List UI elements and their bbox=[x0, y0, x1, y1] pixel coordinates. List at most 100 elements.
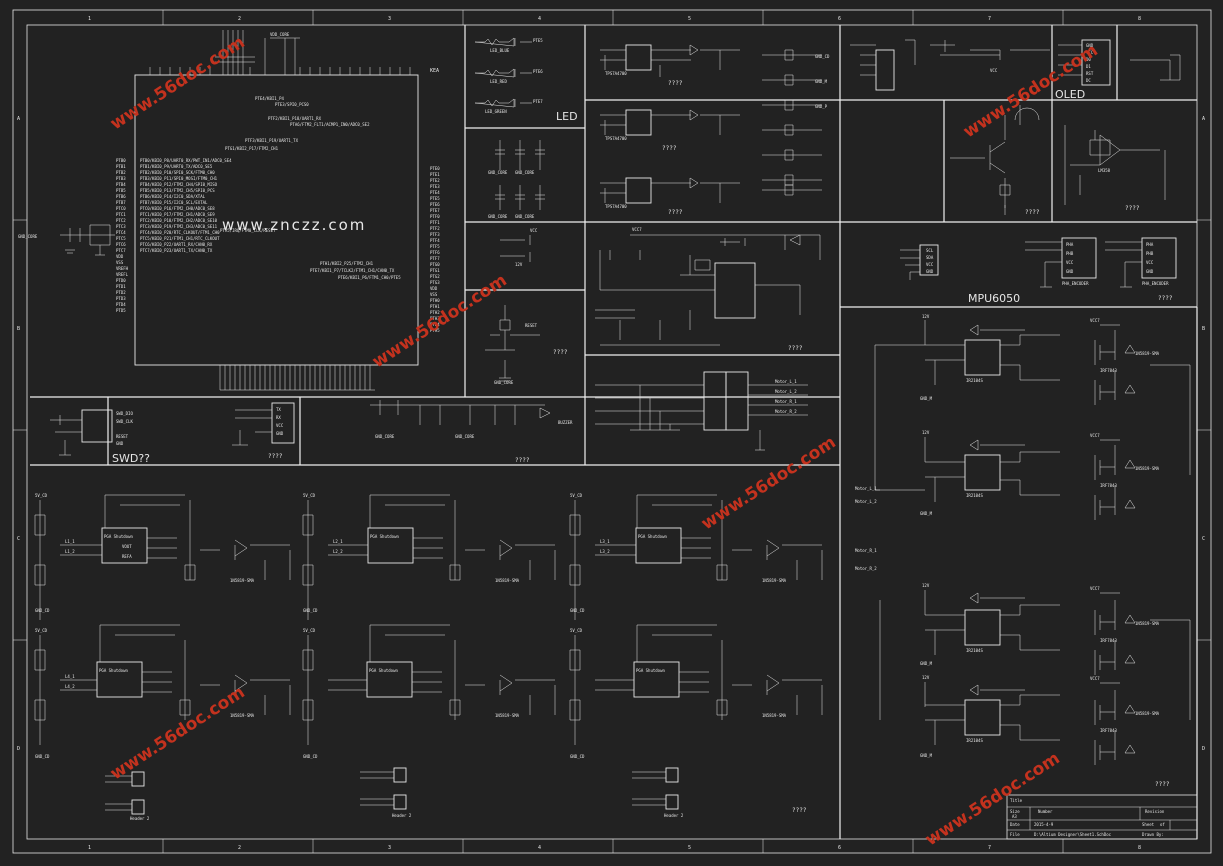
mcu-right-pin: PTF3 bbox=[430, 232, 440, 237]
amp-label: PGA Shutdown bbox=[369, 668, 398, 673]
watermark-middle-right: www.56doc.com bbox=[698, 432, 840, 534]
led-2-part: LED_RED bbox=[490, 79, 507, 84]
mcu-left-func: PTC2/KBI0_P18/FTM2_CH2/ADC0_SE10 bbox=[140, 218, 218, 223]
mcu-left-pin: PTD3 bbox=[116, 296, 126, 301]
opamp-part: LM358 bbox=[1098, 168, 1111, 173]
zone-col-8-bottom: 8 bbox=[1138, 845, 1141, 851]
inductor-header-5 bbox=[665, 767, 679, 783]
mcu-left-func: PTB7/KBI0_P15/I2C0_SCL/EXTAL bbox=[140, 200, 208, 205]
oled-pin: RST bbox=[1086, 71, 1094, 76]
mcu-right-pin: PTE3 bbox=[430, 184, 440, 189]
mcu-right-pin: PTE6 bbox=[430, 202, 440, 207]
mcu-designator: KEA bbox=[430, 68, 439, 74]
mcu-left-pin: PTC5 bbox=[116, 236, 126, 241]
mpu-pin: SDA bbox=[926, 255, 934, 260]
mcu-left-pin: PTB4 bbox=[116, 182, 126, 187]
mcu-right-pin: PTH1 bbox=[430, 304, 440, 309]
amp-gnd: GND_CD bbox=[35, 754, 50, 759]
mcu-mid-label: PTG1/KBI2_P17/FTM2_CH1 bbox=[225, 146, 279, 151]
watermark-zn: www.znczz.com bbox=[222, 216, 366, 234]
mosfet-part-4: IRF7843 bbox=[1100, 728, 1117, 733]
mcu-right-pin: PTG3 bbox=[430, 280, 440, 285]
mcu-right-pin: PTH5 bbox=[430, 328, 440, 333]
buzzer-gnd-1: GND_CORE bbox=[375, 434, 395, 439]
uart-note: ???? bbox=[268, 453, 283, 460]
zone-col-2-top: 2 bbox=[238, 16, 241, 22]
regulator-2 bbox=[625, 109, 652, 136]
gnd-m-label-3: GND_M bbox=[920, 661, 933, 666]
mcu-right-pin: PTF4 bbox=[430, 238, 440, 243]
diode-part-3: 1N5819-SMA bbox=[1135, 621, 1160, 626]
amp-gnd: GND_CD bbox=[570, 754, 585, 759]
led-3-part: LED_GREEN bbox=[485, 109, 507, 114]
servo-net: VCC bbox=[990, 68, 998, 73]
oled-header bbox=[1081, 39, 1111, 86]
gate-driver-1-part: IR2104S bbox=[966, 378, 983, 383]
zone-col-3-bottom: 3 bbox=[388, 845, 391, 851]
motor-net-label-4: Motor_R_2 bbox=[775, 409, 797, 414]
motor-net-left-1: Motor_L_1 bbox=[855, 486, 877, 491]
mcu-right-pin: PTG0 bbox=[430, 262, 440, 267]
zone-row-c-right: C bbox=[1202, 536, 1205, 542]
amp-diode: 1N5819-SMA bbox=[230, 578, 255, 583]
led-2: PTE6 LED_RED bbox=[474, 68, 543, 84]
amp-5v: 5V_CD bbox=[570, 493, 583, 498]
encoder-right-pin: PHB bbox=[1146, 251, 1154, 256]
mcu-right-pin: PTH0 bbox=[430, 298, 440, 303]
mcu-left-func: PTC7/KBI0_P23/UART1_TX/CAN0_TX bbox=[140, 248, 213, 253]
swd-pin: RESET bbox=[116, 434, 129, 439]
mcu-right-pin: PTG2 bbox=[430, 274, 440, 279]
mcu-right-pin: PTF2 bbox=[430, 226, 440, 231]
mcu-left-func: PTB0/KBI0_P8/UART0_RX/PWT_IN1/ADC0_SE4 bbox=[140, 158, 232, 163]
driver-12v-2: 12V bbox=[922, 430, 930, 435]
sensor-amp-r1c1: PGA Shutdown VOUT REFA L1_1 L1_2 5V_CD G… bbox=[34, 493, 291, 620]
uart-block: TX RX VCC GND ???? bbox=[232, 402, 295, 460]
zone-col-1-top: 1 bbox=[88, 16, 91, 22]
decoupling-block: GND_CORE GND_CORE GND_CORE GND_CORE bbox=[488, 140, 545, 219]
encoder-block: PHA PHB VCC GND PHA PHB VCC GND PHA_ENCO… bbox=[1025, 237, 1177, 302]
gate-driver-3 bbox=[964, 609, 1001, 646]
regulator-3-part: TPS7A4700 bbox=[605, 204, 627, 209]
regulator-3-note: ???? bbox=[668, 209, 683, 216]
amp-diode: 1N5819-SMA bbox=[762, 578, 787, 583]
led-3-net: PTE7 bbox=[533, 99, 543, 104]
net-tie-label: VCC bbox=[530, 228, 538, 233]
encoder-right-pin: VCC bbox=[1146, 260, 1154, 265]
zone-col-2-bottom: 2 bbox=[238, 845, 241, 851]
block-separators bbox=[30, 25, 1198, 839]
zone-col-6-bottom: 6 bbox=[838, 845, 841, 851]
date-value: 2015-4-9 bbox=[1034, 822, 1054, 827]
encoder-right-pin: PHA bbox=[1146, 242, 1154, 247]
encoder-left bbox=[1061, 237, 1097, 279]
amp-net: L2_2 bbox=[333, 549, 343, 554]
driver-12v-3: 12V bbox=[922, 583, 930, 588]
led-1-net: PTE5 bbox=[533, 38, 543, 43]
uart-pin: GND bbox=[276, 431, 284, 436]
amp-5v: 5V_CD bbox=[35, 493, 48, 498]
uart-header bbox=[271, 402, 295, 444]
mcu-left-pin: PTC3 bbox=[116, 224, 126, 229]
gnd-m-label: GND_M bbox=[920, 396, 933, 401]
sensor-amp-r1c3: PGA Shutdown L3_1 L3_2 5V_CD GND_CD 1N58… bbox=[569, 493, 823, 620]
mcu-mid-label: PTE3/SPI0_PCS0 bbox=[275, 102, 309, 107]
amp-net: L2_1 bbox=[333, 539, 343, 544]
mcu-left-func: PTB5/KBI0_P13/FTM2_CH5/SPI0_PCS bbox=[140, 188, 215, 193]
zone-col-7-bottom: 7 bbox=[988, 845, 991, 851]
driver-vcc-2: VCC7 bbox=[1090, 433, 1100, 438]
buzzer-note: ???? bbox=[515, 457, 530, 464]
gate-driver-2-part: IR2104S bbox=[966, 493, 983, 498]
transistor-block: ???? LM358 ???? bbox=[950, 105, 1166, 216]
mcu-right-pin: PTH3 bbox=[430, 316, 440, 321]
gate-driver-3-part: IR2104S bbox=[966, 648, 983, 653]
mosfet-part: IRF7843 bbox=[1100, 368, 1117, 373]
mpu-pin: VCC bbox=[926, 262, 934, 267]
mcu-right-pin: VSS bbox=[430, 292, 438, 297]
gate-driver-1 bbox=[964, 339, 1001, 376]
encoder-label-2: PHA_ENCODER bbox=[1142, 281, 1169, 286]
mcu-top-net: VDD_CORE bbox=[270, 32, 290, 37]
boost-block: ???? VCC7 bbox=[595, 227, 821, 352]
motor-driver-block: IR2104S IR2104S IR2104S IR2104S VCC7 VCC… bbox=[855, 314, 1191, 788]
mcu-left-pin: PTC7 bbox=[116, 248, 126, 253]
title-block: Title Size A3 Number Revision Date 2015-… bbox=[1006, 794, 1198, 840]
date-label: Date bbox=[1010, 822, 1020, 827]
